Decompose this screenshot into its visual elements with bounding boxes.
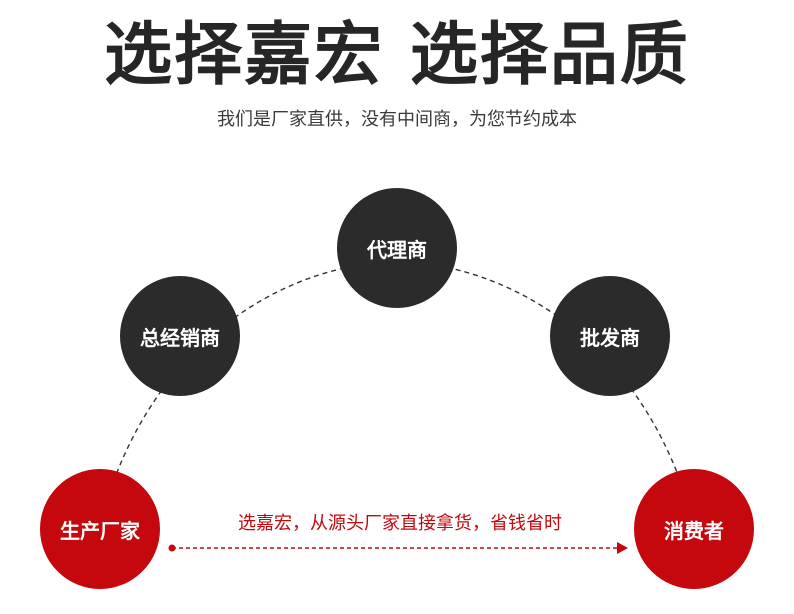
node-agent-label: 代理商 [367,237,427,262]
node-distributor-label: 总经销商 [140,325,220,350]
direct-path-caption: 选嘉宏，从源头厂家直接拿货，省钱省时 [238,513,562,534]
node-distributor: 总经销商 [120,276,240,396]
node-manufacturer-label: 生产厂家 [60,518,140,543]
node-agent: 代理商 [337,188,457,308]
node-wholesaler: 批发商 [550,276,670,396]
direct-path-start-dot [168,544,176,552]
page-subtitle: 我们是厂家直供，没有中间商，为您节约成本 [217,109,577,130]
direct-path-arrowhead [617,542,628,554]
page-title: 选择嘉宏 选择品质 [104,16,690,95]
node-consumer-label: 消费者 [664,518,724,543]
node-consumer: 消费者 [634,469,754,589]
node-manufacturer: 生产厂家 [40,469,160,589]
node-wholesaler-label: 批发商 [580,325,640,350]
